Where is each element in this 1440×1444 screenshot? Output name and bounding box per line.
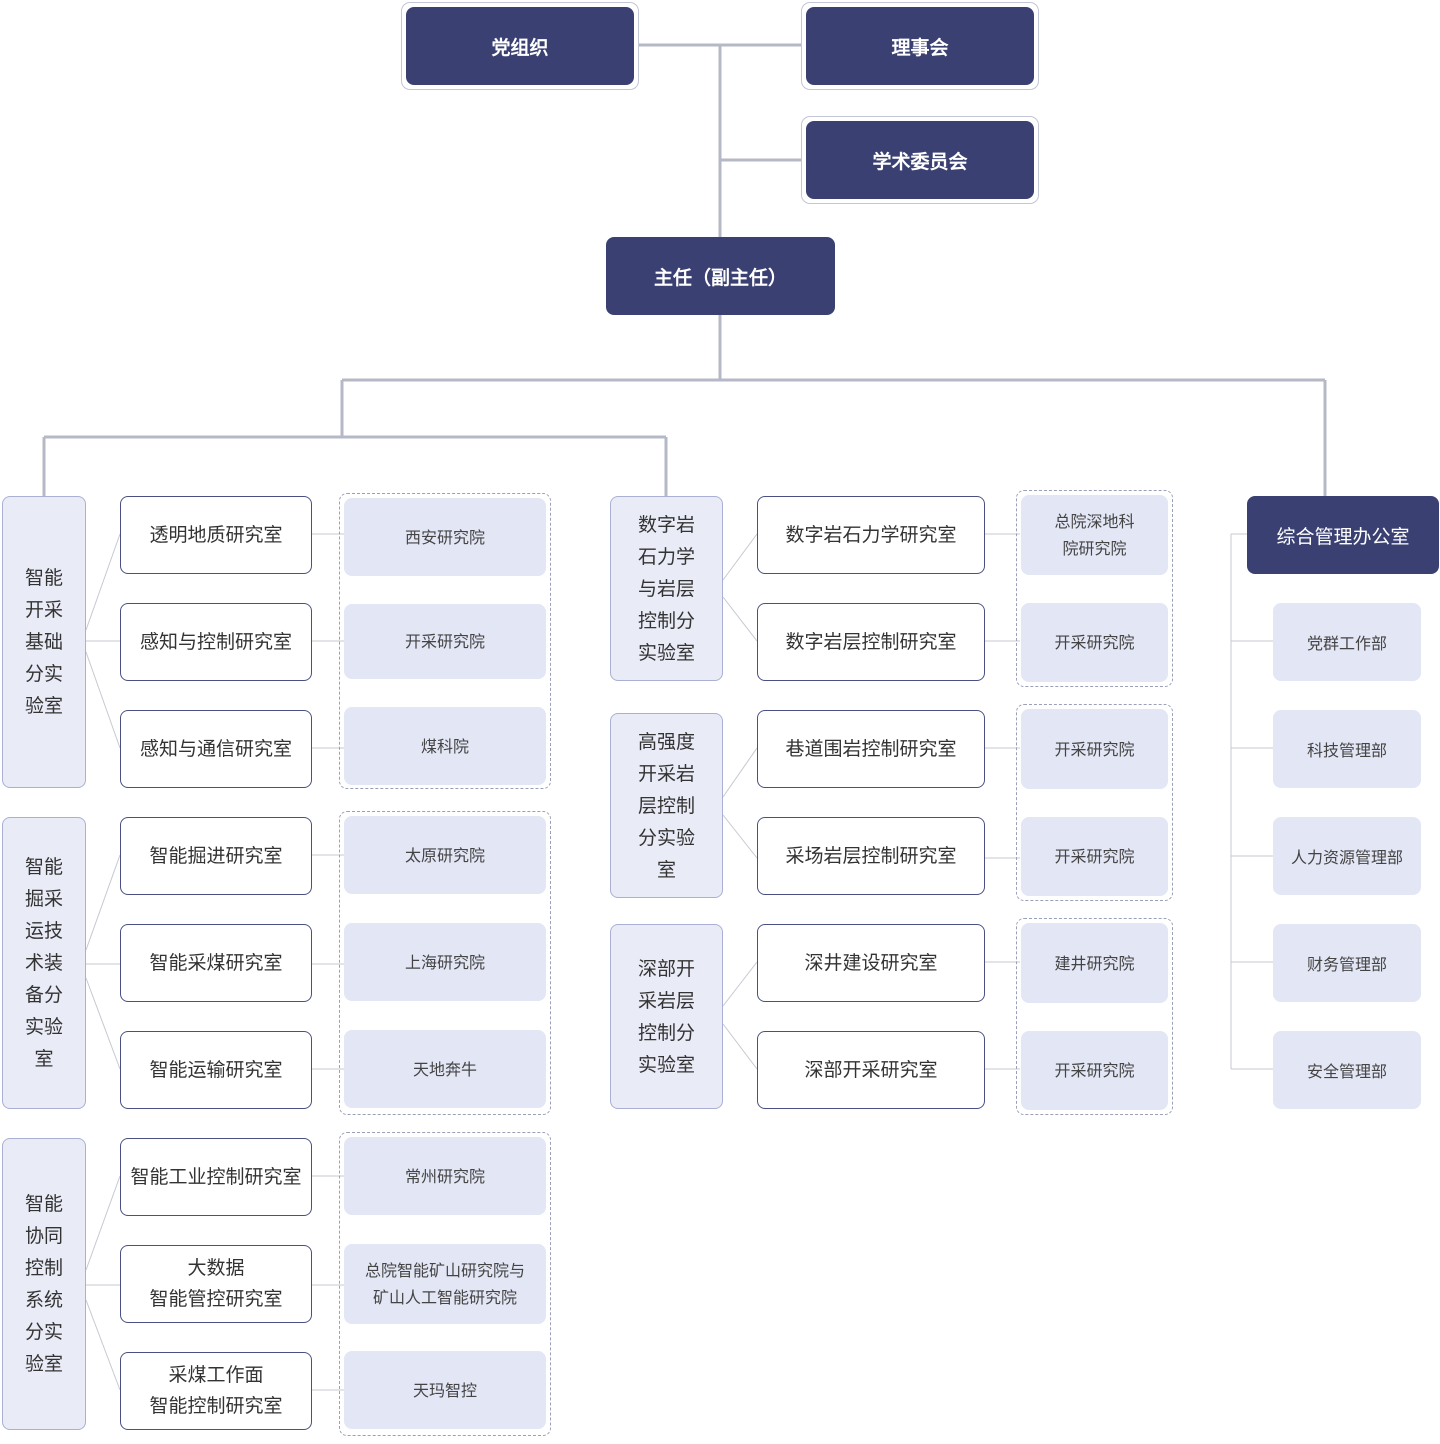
- room-box: 智能运输研究室: [120, 1031, 312, 1109]
- lab-box: 智能 开采 基础 分实 验室: [2, 496, 86, 788]
- room-box: 感知与通信研究室: [120, 710, 312, 788]
- lab-box: 深部开 采岩层 控制分 实验室: [610, 924, 723, 1109]
- lab-box: 高强度 开采岩 层控制 分实验 室: [610, 713, 723, 898]
- party-organization-box: 党组织: [406, 7, 634, 85]
- institute-label: 常州研究院: [404, 1166, 485, 1186]
- room-box: 数字岩石力学研究室: [757, 496, 985, 574]
- room-label: 大数据 智能管控研究室: [149, 1257, 283, 1310]
- room-label: 智能工业控制研究室: [130, 1165, 302, 1188]
- council-label: 理事会: [891, 36, 949, 59]
- room-box: 大数据 智能管控研究室: [120, 1245, 312, 1323]
- lab-label: 智能 协同 控制 系统 分实 验室: [24, 1193, 63, 1375]
- room-box: 采煤工作面 智能控制研究室: [120, 1352, 312, 1430]
- lab-label: 智能 掘采 运技 术装 备分 实验 室: [24, 856, 63, 1070]
- room-box: 感知与控制研究室: [120, 603, 312, 681]
- lab-label: 深部开 采岩层 控制分 实验室: [637, 957, 695, 1076]
- lab-box: 智能 协同 控制 系统 分实 验室: [2, 1138, 86, 1430]
- institute-box: 太原研究院: [344, 816, 546, 894]
- institute-box: 天玛智控: [344, 1351, 546, 1429]
- institute-label: 开采研究院: [1054, 1061, 1135, 1080]
- institute-label: 煤科院: [420, 736, 469, 756]
- institute-box: 天地奔牛: [344, 1030, 546, 1108]
- institute-box: 开采研究院: [1021, 603, 1168, 682]
- institute-box: 上海研究院: [344, 923, 546, 1001]
- room-label: 采场岩层控制研究室: [785, 844, 957, 867]
- room-label: 深部开采研究室: [804, 1058, 938, 1081]
- room-label: 深井建设研究室: [804, 951, 938, 974]
- institute-group: [339, 811, 551, 1115]
- room-box: 数字岩层控制研究室: [757, 603, 985, 681]
- council-box: 理事会: [806, 7, 1034, 85]
- institute-box: 常州研究院: [344, 1137, 546, 1215]
- institute-box: 开采研究院: [344, 604, 546, 679]
- room-label: 数字岩层控制研究室: [785, 630, 957, 653]
- room-box: 深井建设研究室: [757, 924, 985, 1002]
- institute-label: 西安研究院: [404, 527, 485, 547]
- room-label: 感知与控制研究室: [139, 630, 292, 653]
- academic-label: 学术委员会: [872, 150, 968, 173]
- department-box: 科技管理部: [1273, 710, 1421, 788]
- institute-label: 开采研究院: [404, 632, 485, 651]
- department-label: 安全管理部: [1306, 1062, 1387, 1081]
- institute-label: 总院深地科 院研究院: [1054, 512, 1135, 558]
- institute-group: [339, 1132, 551, 1436]
- room-box: 深部开采研究室: [757, 1031, 985, 1109]
- department-box: 党群工作部: [1273, 603, 1421, 681]
- room-label: 巷道围岩控制研究室: [785, 737, 957, 760]
- institute-box: 建井研究院: [1021, 923, 1168, 1003]
- department-label: 财务管理部: [1306, 955, 1387, 974]
- lab-box: 智能 掘采 运技 术装 备分 实验 室: [2, 817, 86, 1109]
- lab-box: 数字岩 石力学 与岩层 控制分 实验室: [610, 496, 723, 681]
- institute-label: 总院智能矿山研究院与 矿山人工智能研究院: [364, 1261, 525, 1307]
- room-label: 采煤工作面 智能控制研究室: [149, 1364, 283, 1417]
- department-label: 党群工作部: [1306, 634, 1387, 653]
- institute-label: 建井研究院: [1054, 953, 1135, 973]
- room-label: 智能掘进研究室: [149, 844, 283, 867]
- department-box: 财务管理部: [1273, 924, 1421, 1002]
- room-label: 感知与通信研究室: [139, 737, 292, 760]
- institute-label: 天地奔牛: [412, 1059, 477, 1079]
- institute-group: [339, 493, 551, 789]
- room-box: 透明地质研究室: [120, 496, 312, 574]
- institute-label: 天玛智控: [412, 1380, 477, 1400]
- room-box: 智能采煤研究室: [120, 924, 312, 1002]
- institute-box: 开采研究院: [1021, 709, 1168, 789]
- institute-box: 总院智能矿山研究院与 矿山人工智能研究院: [344, 1244, 546, 1324]
- institute-box: 总院深地科 院研究院: [1021, 495, 1168, 575]
- institute-box: 西安研究院: [344, 498, 546, 576]
- academic-committee-box: 学术委员会: [806, 121, 1034, 199]
- party-label: 党组织: [491, 36, 549, 59]
- room-label: 智能运输研究室: [149, 1058, 283, 1081]
- director-box: 主任（副主任）: [606, 237, 835, 315]
- institute-box: 开采研究院: [1021, 817, 1168, 896]
- lab-label: 数字岩 石力学 与岩层 控制分 实验室: [637, 513, 695, 664]
- institute-box: 煤科院: [344, 707, 546, 785]
- room-label: 智能采煤研究室: [149, 951, 283, 974]
- department-label: 科技管理部: [1306, 741, 1387, 760]
- institute-label: 太原研究院: [404, 845, 485, 865]
- institute-box: 开采研究院: [1021, 1031, 1168, 1110]
- room-label: 透明地质研究室: [149, 523, 283, 546]
- office-box: 综合管理办公室: [1247, 496, 1439, 574]
- department-box: 人力资源管理部: [1273, 817, 1421, 895]
- department-box: 安全管理部: [1273, 1031, 1421, 1109]
- room-box: 智能掘进研究室: [120, 817, 312, 895]
- room-box: 巷道围岩控制研究室: [757, 710, 985, 788]
- lab-label: 智能 开采 基础 分实 验室: [24, 567, 63, 717]
- institute-group: [1016, 704, 1173, 901]
- institute-group: [1016, 918, 1173, 1115]
- room-box: 采场岩层控制研究室: [757, 817, 985, 895]
- institute-label: 开采研究院: [1054, 739, 1135, 759]
- institute-group: [1016, 490, 1173, 687]
- lab-label: 高强度 开采岩 层控制 分实验 室: [637, 730, 695, 881]
- room-label: 数字岩石力学研究室: [785, 523, 957, 546]
- institute-label: 开采研究院: [1054, 633, 1135, 652]
- room-box: 智能工业控制研究室: [120, 1138, 312, 1216]
- office-label: 综合管理办公室: [1276, 525, 1410, 548]
- director-label: 主任（副主任）: [653, 266, 787, 289]
- institute-label: 上海研究院: [404, 952, 485, 972]
- institute-label: 开采研究院: [1054, 847, 1135, 866]
- department-label: 人力资源管理部: [1290, 848, 1403, 867]
